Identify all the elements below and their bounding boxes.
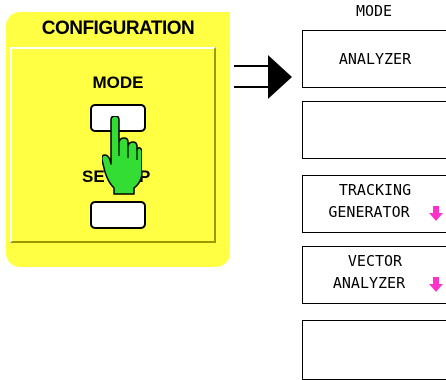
arrow-line-bottom [234,86,274,88]
softkey-label-line2: GENERATOR [328,203,410,221]
mode-key-label: MODE [92,73,144,92]
softkey-label-line1: TRACKING [338,181,412,199]
arrow-head-icon [268,55,292,99]
softkey-label-line1: VECTOR [347,252,403,270]
submenu-arrow-icon [429,206,443,221]
configuration-title: CONFIGURATION [41,18,195,39]
submenu-arrow-icon [429,277,443,292]
setup-key[interactable] [90,201,146,229]
hand-pointer-icon [102,116,142,195]
softkey-vector-analyzer[interactable]: VECTOR ANALYZER [302,246,446,304]
softkey-blank-5[interactable] [302,320,446,380]
softkey-analyzer[interactable]: ANALYZER [302,30,446,88]
arrow-line-top [234,65,274,67]
setup-key-label-left: SE [82,167,105,186]
softkey-tracking-generator[interactable]: TRACKING GENERATOR [302,175,446,233]
setup-key-label-right: P [139,167,151,186]
softkey-label-line2: ANALYZER [332,274,406,292]
softkey-label: ANALYZER [338,50,412,68]
menu-title: MODE [355,2,393,20]
softkey-blank-2[interactable] [302,101,446,159]
